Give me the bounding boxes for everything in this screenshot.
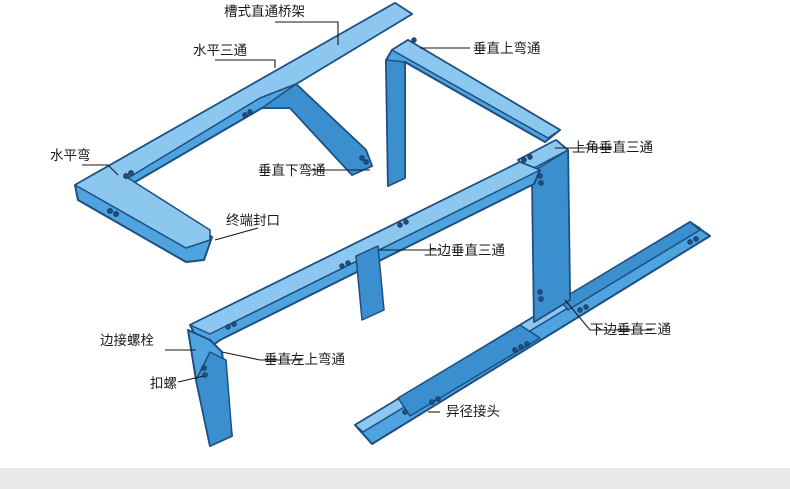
label-vertical-left-up-bend: 垂直左上弯通: [264, 351, 345, 368]
label-upper-side-vertical-tee: 上边垂直三通: [424, 243, 505, 259]
footer-bar: [0, 468, 790, 489]
label-vertical-down-bend: 垂直下弯通: [258, 162, 326, 179]
label-title: 槽式直通桥架: [224, 4, 305, 20]
cable-tray-diagram: 槽式直通桥架 水平三通 垂直上弯通 水平弯 上角垂直三通 垂直下弯通 终端封口 …: [50, 2, 711, 447]
label-upper-angle-vertical-tee: 上角垂直三通: [572, 140, 653, 156]
right-vertical-column: [517, 139, 571, 323]
label-side-bolt: 边接螺栓: [100, 332, 154, 349]
label-end-cap: 终端封口: [226, 213, 280, 229]
label-horizontal-bend: 水平弯: [50, 147, 91, 164]
leader-lines: [82, 21, 652, 413]
upper-loop: [385, 39, 561, 187]
label-reducer-joint: 异径接头: [446, 403, 500, 420]
bolts: [107, 37, 699, 415]
left-vertical-piece: [187, 329, 233, 447]
reducer-section: [397, 324, 541, 417]
label-clamp-nut: 扣螺: [150, 376, 177, 392]
lower-tray-run: [354, 221, 711, 445]
label-horizontal-tee: 水平三通: [193, 43, 247, 59]
top-left-tray: [74, 2, 413, 263]
label-lower-side-vertical-tee: 下边垂直三通: [590, 322, 671, 338]
middle-tray: [189, 161, 541, 353]
label-vertical-up-bend: 垂直上弯通: [473, 40, 541, 57]
vertical-drop-piece: [355, 245, 385, 321]
